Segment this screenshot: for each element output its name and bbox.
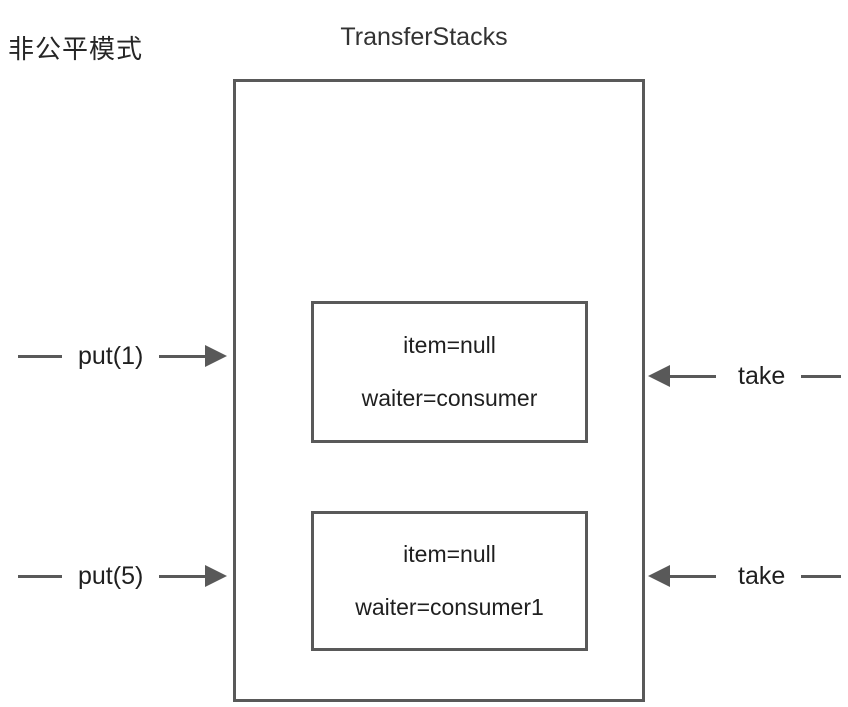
arrow-head-left-icon: [648, 565, 670, 587]
put-5-label: put(5): [78, 561, 144, 590]
put-5-arrow-icon: [159, 565, 228, 587]
mode-label: 非公平模式: [8, 34, 144, 64]
arrow-shaft: [670, 374, 716, 378]
take-2-label: take: [738, 561, 786, 590]
stack-node-1: item=null waiter=consumer: [311, 301, 588, 443]
node-2-item-text: item=null: [403, 541, 496, 567]
node-1-waiter-text: waiter=consumer: [361, 385, 538, 411]
take-1-arrow-icon: [648, 365, 716, 387]
stack-node-2: item=null waiter=consumer1: [311, 511, 588, 651]
put-1-label: put(1): [78, 341, 144, 370]
put-1-arrow-row: put(1): [18, 336, 234, 376]
take-2-trail-dash: [801, 574, 842, 578]
arrow-head-right-icon: [205, 345, 228, 367]
arrow-head-left-icon: [648, 365, 670, 387]
take-1-trail-dash: [801, 374, 842, 378]
arrow-shaft: [159, 574, 206, 578]
arrow-shaft: [670, 574, 716, 578]
put-1-lead-dash: [18, 354, 62, 358]
arrow-shaft: [159, 354, 206, 358]
diagram-title: TransferStacks: [340, 23, 508, 51]
take-1-label: take: [738, 361, 786, 390]
arrow-head-right-icon: [205, 565, 228, 587]
put-5-arrow-row: put(5): [18, 556, 234, 596]
put-5-lead-dash: [18, 574, 62, 578]
node-1-item-text: item=null: [403, 332, 496, 358]
take-1-arrow-row: take: [648, 356, 848, 396]
take-2-arrow-row: take: [648, 556, 848, 596]
take-2-arrow-icon: [648, 565, 716, 587]
put-1-arrow-icon: [159, 345, 228, 367]
node-2-waiter-text: waiter=consumer1: [355, 594, 544, 620]
